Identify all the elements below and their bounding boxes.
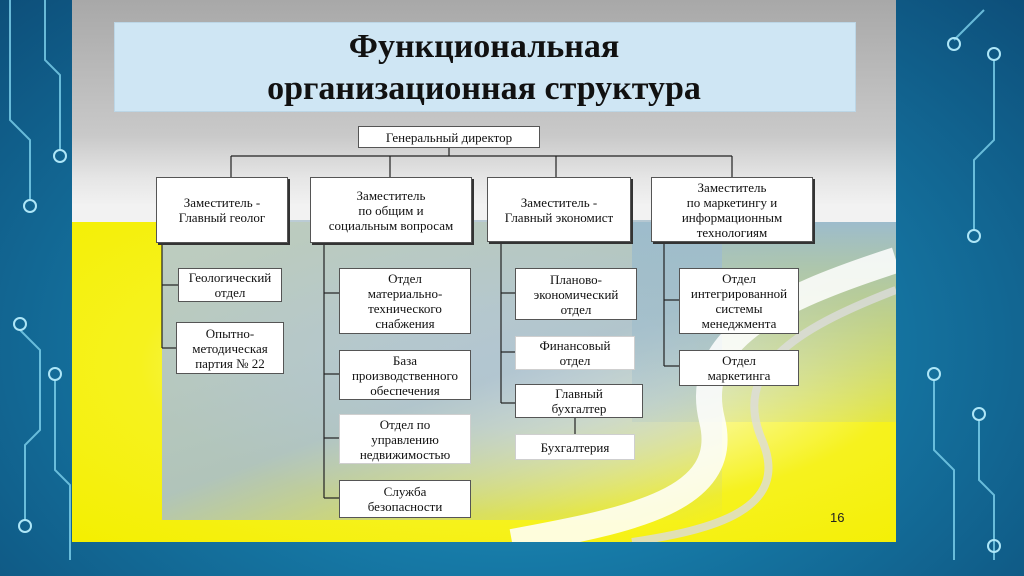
node-security-service: Служба безопасности [339, 480, 471, 518]
node-real-estate-department: Отдел по управлению недвижимостью [339, 414, 471, 464]
node-general-director: Генеральный директор [358, 126, 540, 148]
node-planning-economic-department: Планово- экономический отдел [515, 268, 637, 320]
node-methodical-party-22: Опытно- методическая партия № 22 [176, 322, 284, 374]
circuit-decoration-left [9, 0, 71, 560]
node-material-supply-department: Отдел материально- технического снабжени… [339, 268, 471, 334]
node-chief-accountant: Главный бухгалтер [515, 384, 643, 418]
node-accounting: Бухгалтерия [515, 434, 635, 460]
node-production-base: База производственного обеспечения [339, 350, 471, 400]
node-deputy-chief-economist: Заместитель - Главный экономист [487, 177, 631, 242]
node-deputy-general-social: Заместитель по общим и социальным вопрос… [310, 177, 472, 243]
circuit-decoration-right [927, 9, 1001, 560]
slide-title: Функциональная организационная структура [114, 26, 854, 110]
node-geology-department: Геологический отдел [178, 268, 282, 302]
title-line-1: Функциональная [348, 28, 620, 65]
node-integrated-management-department: Отдел интегрированной системы менеджмент… [679, 268, 799, 334]
title-line-2: организационная структура [267, 70, 701, 107]
page-number: 16 [830, 510, 845, 525]
title-banner [114, 22, 856, 112]
node-marketing-department: Отдел маркетинга [679, 350, 799, 386]
node-deputy-chief-geologist: Заместитель - Главный геолог [156, 177, 288, 243]
node-deputy-marketing-it: Заместитель по маркетингу и информационн… [651, 177, 813, 242]
node-financial-department: Финансовый отдел [515, 336, 635, 370]
